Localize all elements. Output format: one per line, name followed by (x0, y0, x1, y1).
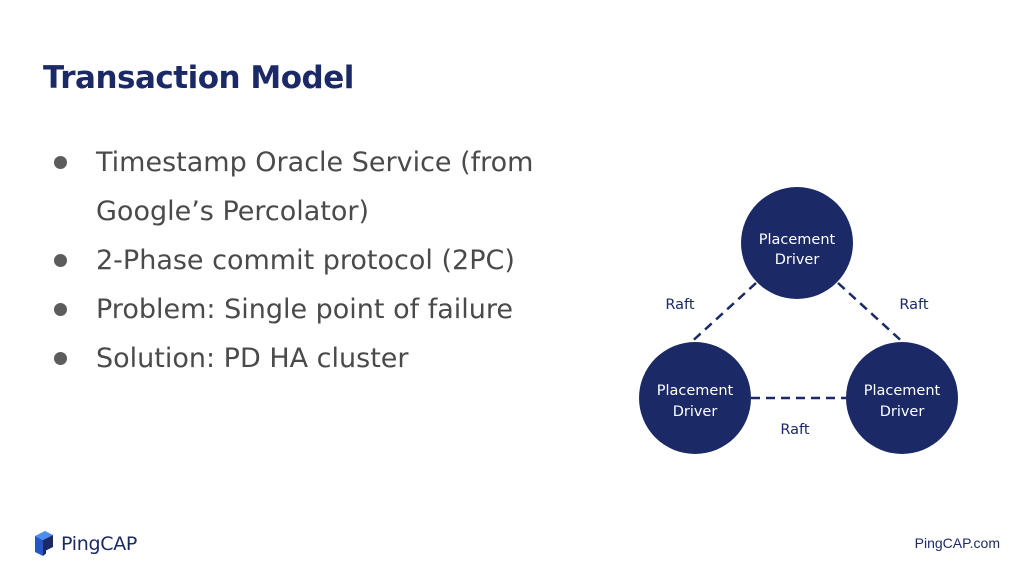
bullet-item: 2-Phase commit protocol (2PC) (54, 236, 614, 285)
bullet-list: Timestamp Oracle Service (from Google’s … (54, 138, 614, 383)
pingcap-logo: PingCAP (34, 531, 137, 557)
website-link[interactable]: PingCAP.com (914, 535, 1000, 551)
bullet-dot-icon (54, 352, 67, 365)
node-label: Driver (673, 404, 718, 420)
bullet-text: Solution: PD HA cluster (96, 343, 409, 374)
bullet-item: Solution: PD HA cluster (54, 334, 614, 383)
raft-label-right: Raft (899, 297, 928, 313)
bullet-dot-icon (54, 303, 67, 316)
raft-edge-right (837, 282, 908, 347)
node-label: Driver (880, 404, 925, 420)
bullet-text: 2-Phase commit protocol (2PC) (96, 245, 515, 276)
bullet-dot-icon (54, 156, 67, 169)
node-label: Driver (775, 252, 820, 268)
pingcap-logo-icon (35, 531, 53, 556)
bullet-item: Problem: Single point of failure (54, 285, 614, 334)
node-label: Placement (864, 383, 941, 399)
node-label: Placement (657, 383, 734, 399)
bullet-text: Timestamp Oracle Service (from Google’s … (96, 147, 534, 227)
bullet-dot-icon (54, 254, 67, 267)
placement-driver-node-left: Placement Driver (639, 342, 751, 454)
bullet-text: Problem: Single point of failure (96, 294, 513, 325)
slide-title: Transaction Model (43, 60, 354, 96)
raft-label-bottom: Raft (780, 422, 809, 438)
logo-wordmark: PingCAP (61, 533, 138, 555)
raft-edge-left (686, 282, 757, 347)
placement-driver-node-right: Placement Driver (846, 342, 958, 454)
node-label: Placement (759, 232, 836, 248)
bullet-item: Timestamp Oracle Service (from Google’s … (54, 138, 614, 236)
raft-label-left: Raft (665, 297, 694, 313)
placement-driver-node-top: Placement Driver (741, 187, 853, 299)
